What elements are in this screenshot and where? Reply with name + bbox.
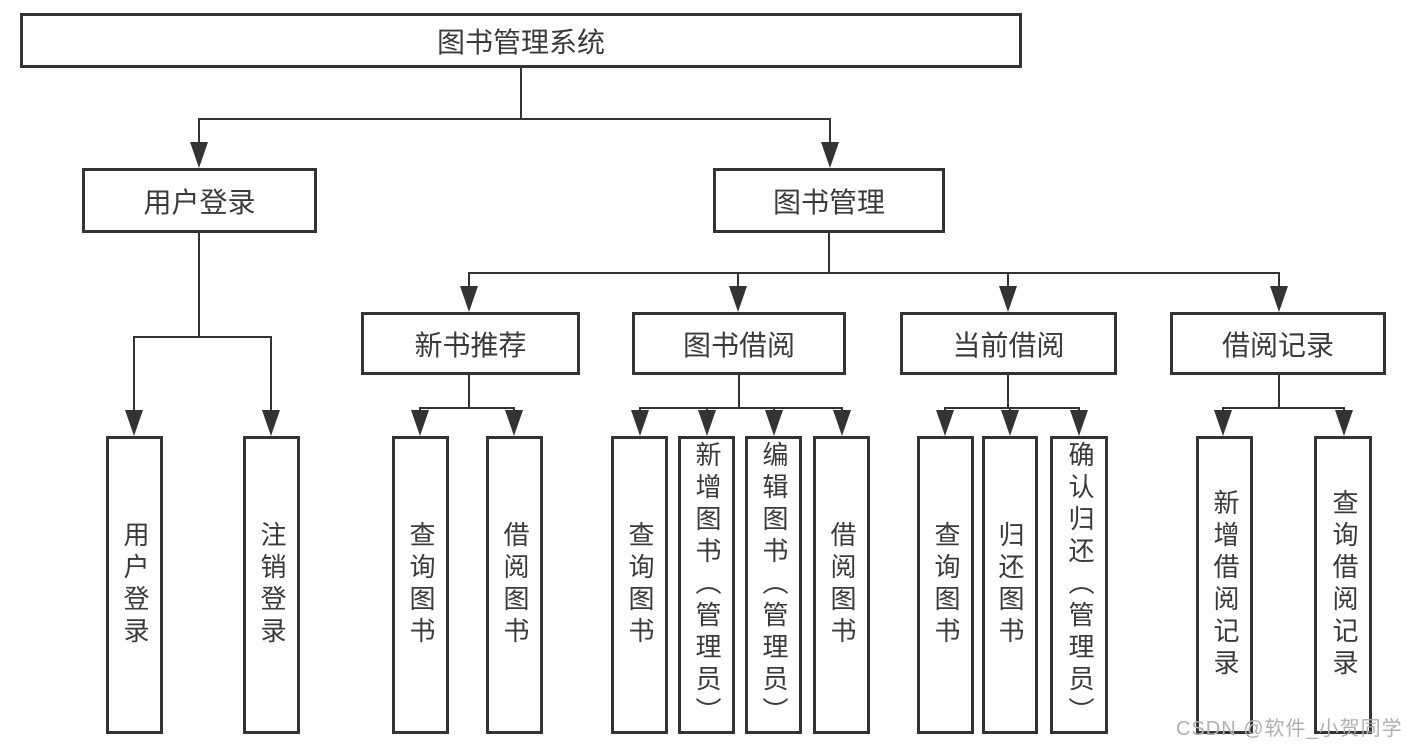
connector-borrow-records-split: [1222, 407, 1345, 409]
connector-user-login-split: [133, 336, 272, 338]
arrow-down-icon: [765, 410, 783, 436]
leaf-confirm-return-admin: 确认归还（管理员）: [1050, 436, 1108, 734]
arrow-down-icon: [190, 142, 208, 168]
node-library-management-system: 图书管理系统: [20, 13, 1022, 68]
connector-book-mgmt-stem: [828, 233, 830, 272]
arrow-down-icon: [698, 410, 716, 436]
arrow-down-icon: [1335, 410, 1353, 436]
arrow-down-icon: [821, 142, 839, 168]
connector-book-mgmt-split: [468, 272, 1280, 274]
leaf-query-books-recommend: 查询图书: [392, 436, 449, 734]
connector-current-borrow-stem: [1007, 375, 1009, 407]
connector-shaft: [198, 118, 200, 146]
arrow-down-icon: [936, 410, 954, 436]
leaf-add-borrow-record: 新增借阅记录: [1196, 436, 1253, 734]
leaf-return-books: 归还图书: [982, 436, 1038, 734]
connector-shaft: [829, 118, 831, 146]
connector-user-login-stem: [198, 233, 200, 336]
arrow-down-icon: [999, 286, 1017, 312]
node-borrowing-records: 借阅记录: [1170, 312, 1386, 375]
arrow-down-icon: [125, 410, 143, 436]
connector-shaft: [468, 272, 470, 288]
connector-shaft: [270, 336, 272, 412]
arrow-down-icon: [631, 410, 649, 436]
arrow-down-icon: [460, 286, 478, 312]
connector-shaft: [133, 336, 135, 412]
leaf-edit-book-admin: 编辑图书（管理员）: [745, 436, 802, 734]
arrow-down-icon: [729, 286, 747, 312]
node-user-login: 用户登录: [82, 168, 317, 233]
leaf-query-books-current: 查询图书: [917, 436, 974, 734]
leaf-logout: 注销登录: [243, 436, 300, 734]
arrow-down-icon: [411, 410, 429, 436]
arrow-down-icon: [1270, 286, 1288, 312]
leaf-borrow-books-recommend: 借阅图书: [486, 436, 543, 734]
arrow-down-icon: [505, 410, 523, 436]
arrow-down-icon: [262, 410, 280, 436]
connector-shaft: [1007, 272, 1009, 288]
arrow-down-icon: [1001, 410, 1019, 436]
node-new-book-recommendation: 新书推荐: [361, 312, 580, 375]
node-book-borrowing: 图书借阅: [632, 312, 846, 375]
leaf-query-borrow-record: 查询借阅记录: [1314, 436, 1372, 734]
connector-root-stem: [520, 68, 522, 118]
node-current-borrowing: 当前借阅: [900, 312, 1117, 375]
leaf-user-login: 用户登录: [106, 436, 163, 734]
connector-book-borrow-split: [639, 407, 843, 409]
arrow-down-icon: [1070, 410, 1088, 436]
connector-current-borrow-split: [944, 407, 1080, 409]
node-book-management: 图书管理: [713, 168, 945, 233]
connector-new-books-split: [419, 407, 515, 409]
connector-root-split: [198, 118, 831, 120]
watermark: CSDN @软件_小贺同学: [1176, 718, 1403, 740]
leaf-borrow-books: 借阅图书: [813, 436, 870, 734]
leaf-query-books-borrow: 查询图书: [611, 436, 668, 734]
leaf-add-book-admin: 新增图书（管理员）: [678, 436, 735, 734]
connector-shaft: [737, 272, 739, 288]
connector-book-borrow-stem: [738, 375, 740, 407]
connector-new-books-stem: [468, 375, 470, 407]
connector-borrow-records-stem: [1278, 375, 1280, 407]
connector-shaft: [1278, 272, 1280, 288]
arrow-down-icon: [833, 410, 851, 436]
arrow-down-icon: [1214, 410, 1232, 436]
